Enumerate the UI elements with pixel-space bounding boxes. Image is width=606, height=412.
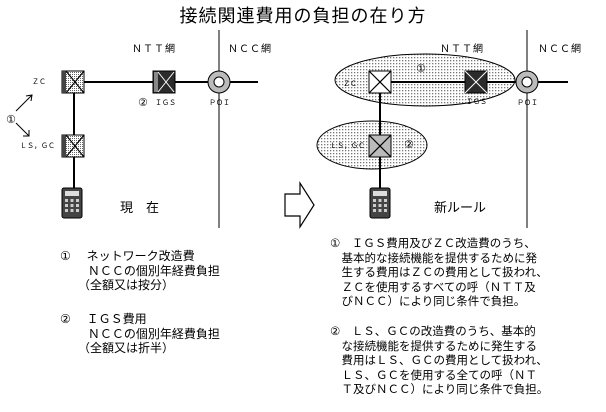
new-note-2: ② ＬＳ、ＧＣの改造費のうち、基本的 な接続機能を提供するために発生する 費用は… bbox=[330, 324, 549, 396]
right-ntt-label: ＮＴＴ網 bbox=[440, 42, 484, 55]
current-note-2: ② ＩＧＳ費用 ＮＣＣの個別年経費負担 （全額又は折半） bbox=[60, 312, 220, 355]
left-ntt-label: ＮＴＴ網 bbox=[132, 42, 176, 55]
right-zc-label: ＺＣ bbox=[343, 80, 357, 88]
right-igs-label: ＩＧＳ bbox=[466, 98, 487, 106]
right-ncc-label: ＮＣＣ網 bbox=[538, 42, 582, 55]
current-note-1: ① ネットワーク改造費 ＮＣＣの個別年経費負担 （全額又は按分） bbox=[60, 249, 220, 292]
left-diagram: ＮＴＴ網 ＮＣＣ網 ＺＣ ＬＳ，ＧＣ ① bbox=[6, 30, 272, 228]
left-marker-2: ② bbox=[138, 96, 148, 109]
page-title: 接続関連費用の負担の在り方 bbox=[180, 6, 427, 27]
left-igs-switch bbox=[152, 70, 176, 94]
right-diagram: ＮＴＴ網 ＮＣＣ網 ＺＣ ＬＳ，ＧＣ ② ① ＩＧＳ bbox=[316, 30, 582, 228]
right-lsgc-switch bbox=[368, 134, 392, 158]
left-marker-1: ① bbox=[6, 113, 16, 126]
right-igs-switch bbox=[464, 70, 488, 94]
transition-arrow-icon bbox=[284, 180, 315, 230]
left-poi-label: ＰＯＩ bbox=[209, 99, 230, 107]
left-caption: 現 在 bbox=[120, 201, 159, 216]
left-ncc-label: ＮＣＣ網 bbox=[228, 42, 272, 55]
right-lsgc-label: ＬＳ，ＧＣ bbox=[330, 142, 365, 150]
right-telephone-icon bbox=[369, 187, 391, 219]
left-poi-node bbox=[207, 70, 231, 94]
right-marker-2: ② bbox=[404, 138, 414, 151]
new-note-1: ① ＩＧＳ費用及びＺＣ改造費のうち、 基本的な接続機能を提供するために発 生する… bbox=[330, 236, 548, 308]
left-telephone-icon bbox=[61, 187, 83, 219]
left-zc-switch bbox=[61, 70, 85, 94]
right-caption: 新ルール bbox=[434, 200, 486, 216]
right-poi-label: ＰＯＩ bbox=[517, 99, 538, 107]
right-zc-switch bbox=[368, 70, 392, 94]
left-igs-label: ＩＧＳ bbox=[155, 99, 176, 107]
left-lsgc-label: ＬＳ，ＧＣ bbox=[20, 142, 55, 150]
right-marker-1: ① bbox=[416, 62, 426, 75]
left-lsgc-switch bbox=[61, 134, 85, 158]
right-poi-node bbox=[515, 70, 539, 94]
left-zc-label: ＺＣ bbox=[32, 78, 46, 86]
